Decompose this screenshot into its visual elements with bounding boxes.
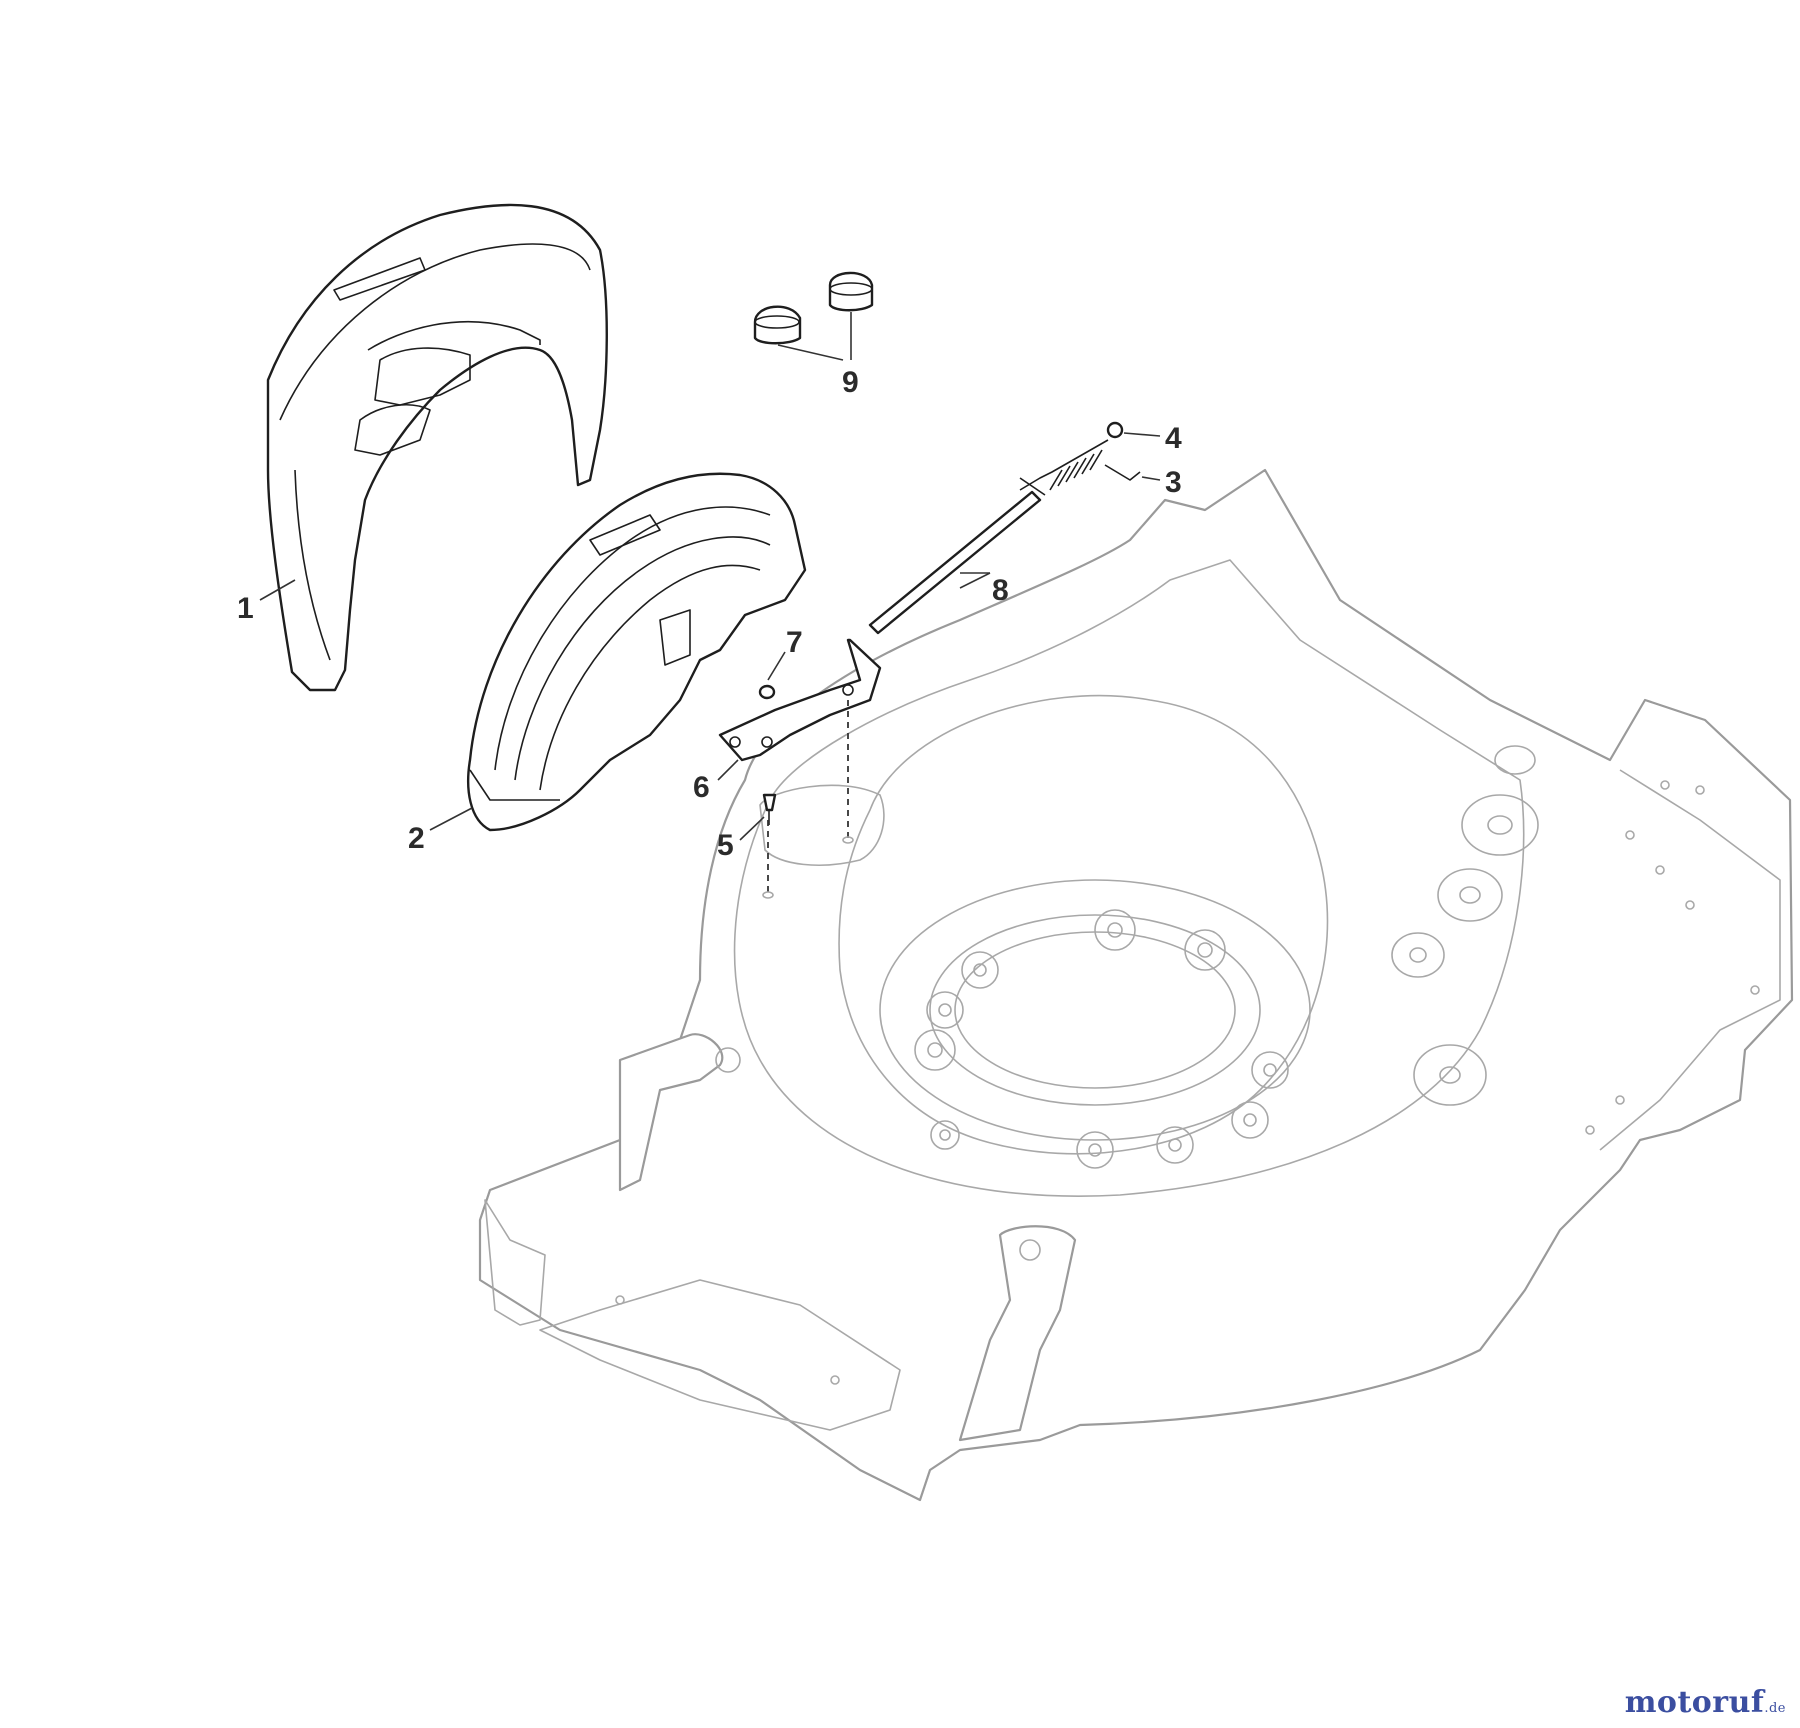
part-nut <box>758 684 776 700</box>
callout-4: 4 <box>1165 422 1182 455</box>
callout-2: 2 <box>408 822 425 855</box>
leader-6 <box>717 759 739 781</box>
mower-deck <box>478 468 1794 1502</box>
part-rod <box>868 490 1042 635</box>
leader-7 <box>767 651 786 681</box>
part-spring <box>1019 439 1141 496</box>
leader-5 <box>739 816 765 841</box>
part-rear-flap-cover <box>266 203 608 692</box>
motor-bolt-bosses <box>914 909 1289 1169</box>
flange-holes <box>615 780 1760 1385</box>
callout-9: 9 <box>842 366 859 399</box>
callout-1: 1 <box>237 592 254 625</box>
callout-7: 7 <box>786 626 803 659</box>
leader-9a <box>777 344 844 361</box>
callout-8: 8 <box>992 574 1009 607</box>
leader-8 <box>959 572 991 589</box>
callout-5: 5 <box>717 829 734 862</box>
leader-3 <box>1141 476 1161 481</box>
watermark-main: motoruf <box>1624 1685 1765 1720</box>
part-clip <box>1106 421 1124 439</box>
leader-1 <box>259 579 296 601</box>
leader-4 <box>1123 432 1161 437</box>
part-caps <box>753 271 874 345</box>
deck-side-bosses <box>1391 745 1539 1106</box>
watermark-logo: motoruf.de <box>1625 1685 1786 1720</box>
callout-6: 6 <box>693 771 710 804</box>
part-mulch-plug <box>467 472 807 832</box>
watermark-tld: .de <box>1764 1701 1786 1716</box>
part-screw <box>762 793 777 825</box>
part-bracket <box>718 638 882 762</box>
callout-3: 3 <box>1165 466 1182 499</box>
leader-2 <box>429 807 473 831</box>
